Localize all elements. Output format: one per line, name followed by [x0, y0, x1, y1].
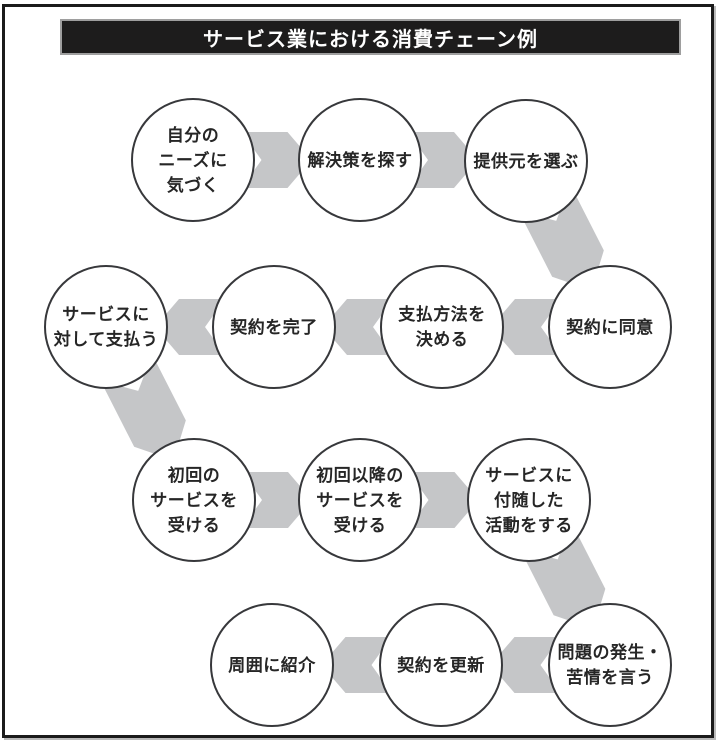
node-label-line: サービスを: [150, 490, 238, 510]
node-label: 契約を更新: [397, 653, 485, 678]
node-label-line: 契約を更新: [397, 655, 485, 675]
node-choose-provider: 提供元を選ぶ: [464, 99, 588, 223]
arrow-choose-to-agree: [518, 184, 604, 291]
arrow-decide-to-complete: [323, 299, 393, 355]
node-label-line: 自分の: [166, 125, 220, 145]
node-label-line: 問題の発生・: [557, 643, 663, 662]
node-label-line: 解決策を探す: [307, 150, 413, 170]
node-label-line: サービスを: [316, 490, 404, 510]
node-label-line: 活動をする: [485, 515, 573, 535]
diagram-frame: [2, 4, 714, 738]
node-receive-first-service: 初回の サービスを 受ける: [132, 438, 256, 562]
node-service-related-activities: サービスに 付随した 活動をする: [467, 438, 591, 562]
node-notice-own-needs: 自分の ニーズに 気づく: [131, 98, 255, 222]
node-receive-later-services: 初回以降の サービスを 受ける: [298, 438, 422, 562]
node-label: 解決策を探す: [308, 148, 413, 173]
node-label-line: 気づく: [166, 175, 220, 195]
node-label-line: 初回以降の: [316, 465, 404, 485]
node-label-line: サービスに: [485, 465, 573, 485]
node-label: 初回の サービスを 受ける: [150, 463, 238, 538]
arrow-complete-to-pay: [155, 299, 225, 355]
node-label: 提供元を選ぶ: [474, 149, 579, 174]
arrow-later-to-activities: [408, 472, 479, 528]
node-label-line: 受ける: [167, 515, 221, 535]
node-label: 初回以降の サービスを 受ける: [316, 463, 404, 538]
node-label-line: 契約に同意: [566, 317, 654, 337]
node-label: 問題の発生・ 苦情を言う: [558, 640, 663, 690]
node-label: サービスに 付随した 活動をする: [485, 463, 573, 538]
node-label-line: 付随した: [494, 490, 564, 510]
node-label-line: ニーズに: [158, 150, 228, 170]
node-problem-complaint: 問題の発生・ 苦情を言う: [548, 603, 672, 727]
node-label: 自分の ニーズに 気づく: [158, 123, 227, 198]
arrow-agree-to-decide: [491, 299, 561, 355]
page-title: サービス業における消費チェーン例: [203, 28, 538, 51]
node-label: 周囲に紹介: [228, 653, 316, 678]
arrow-notice-to-search: [241, 132, 312, 188]
node-label: 契約に同意: [566, 315, 654, 340]
arrow-search-to-choose: [408, 132, 478, 188]
node-pay-for-service: サービスに 対して支払う: [44, 265, 168, 389]
node-complete-contract: 契約を完了: [212, 265, 336, 389]
node-label-line: 提供元を選ぶ: [473, 151, 579, 171]
node-decide-payment-method: 支払方法を 決める: [380, 265, 504, 389]
node-label-line: 初回の: [167, 465, 221, 485]
node-label-line: 周囲に紹介: [228, 655, 316, 675]
node-agree-contract: 契約に同意: [548, 265, 672, 389]
node-label-line: 対して支払う: [53, 330, 159, 349]
node-refer-to-others: 周囲に紹介: [210, 603, 334, 727]
arrow-activities-to-problem: [520, 523, 606, 629]
node-label: 契約を完了: [230, 315, 318, 340]
node-label-line: 決める: [415, 330, 469, 349]
arrow-problem-to-renew: [490, 637, 561, 693]
arrow-pay-to-first-service: [100, 354, 186, 461]
arrow-renew-to-refer: [321, 637, 392, 693]
node-label-line: サービスに: [62, 305, 150, 324]
node-label: 支払方法を 決める: [398, 302, 486, 352]
node-label-line: 支払方法を: [398, 305, 486, 324]
node-label-line: 受ける: [333, 515, 387, 535]
node-label: サービスに 対して支払う: [54, 302, 159, 352]
node-label-line: 契約を完了: [230, 317, 318, 337]
node-search-solutions: 解決策を探す: [298, 98, 422, 222]
title-bar: サービス業における消費チェーン例: [62, 21, 679, 53]
node-renew-contract: 契約を更新: [379, 603, 503, 727]
arrow-first-to-later-service: [242, 472, 312, 528]
node-label-line: 苦情を言う: [566, 668, 654, 687]
